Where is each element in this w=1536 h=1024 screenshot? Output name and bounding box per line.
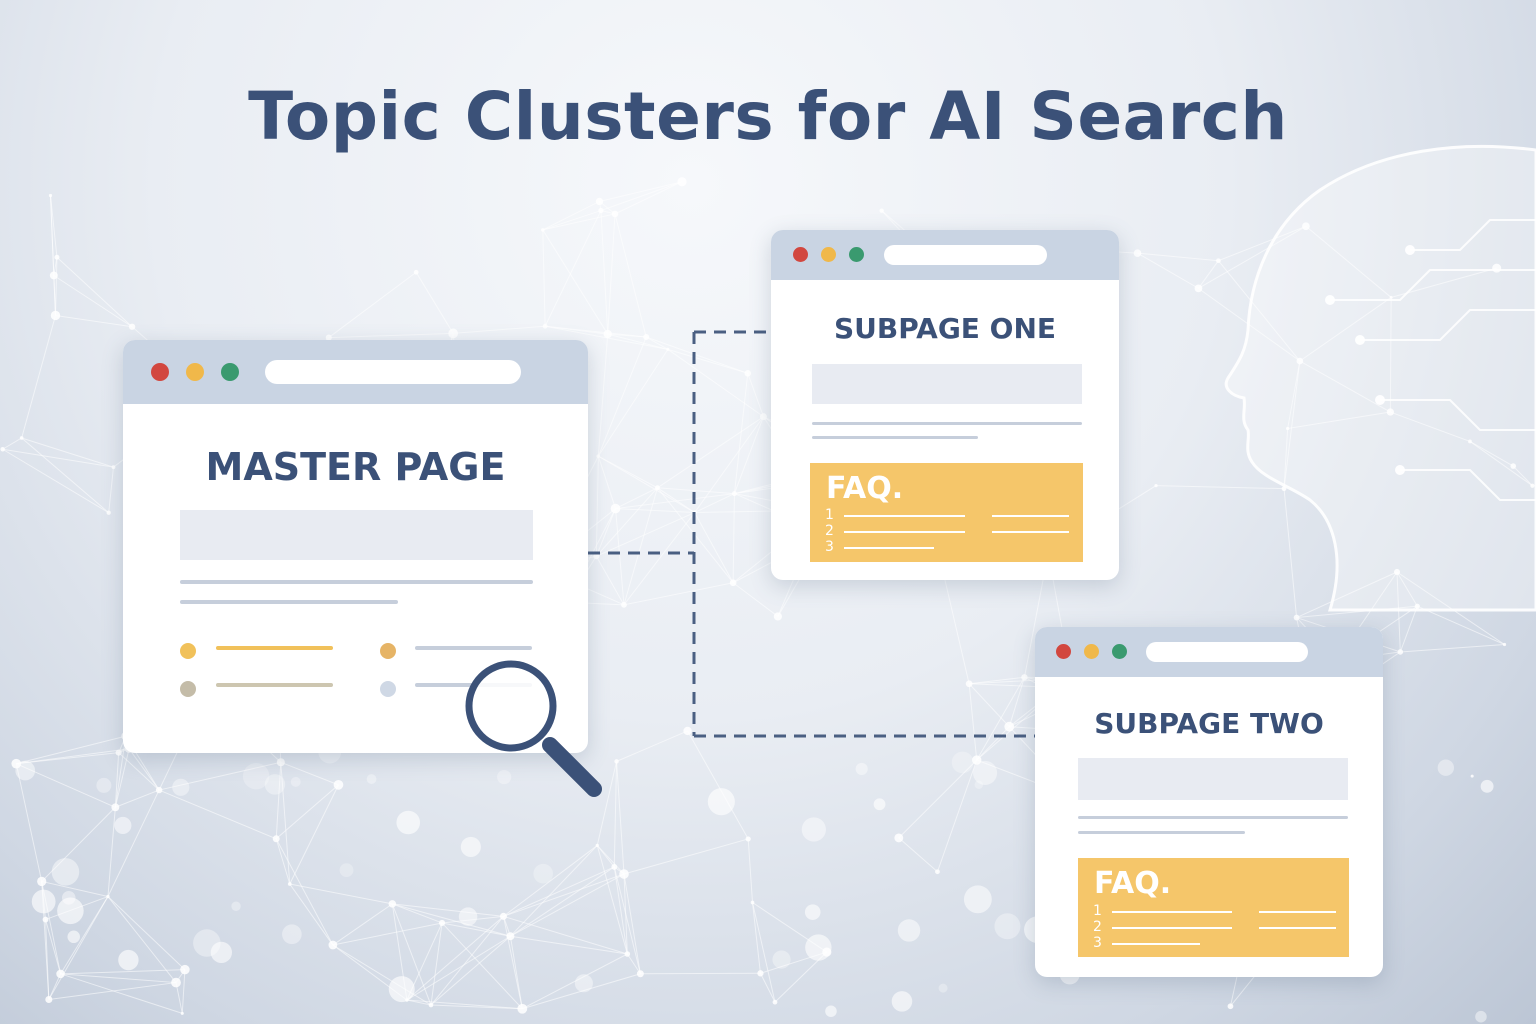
text-line <box>1078 816 1348 819</box>
faq-label: FAQ. <box>1094 866 1172 901</box>
faq-line <box>992 515 1069 517</box>
list-line <box>216 646 333 650</box>
faq-line <box>844 531 965 533</box>
faq-line <box>1112 943 1200 945</box>
minimize-dot-icon <box>821 247 836 262</box>
faq-box: FAQ. 1 2 3 <box>1078 858 1349 957</box>
faq-line <box>1259 927 1336 929</box>
faq-line <box>844 515 965 517</box>
diagram-title: Topic Clusters for AI Search <box>248 78 1288 155</box>
text-line <box>180 600 398 604</box>
bullet-icon <box>180 643 196 659</box>
faq-number: 3 <box>825 539 834 555</box>
url-bar <box>884 245 1047 265</box>
url-bar <box>1146 642 1308 662</box>
master-page-heading: MASTER PAGE <box>205 445 506 489</box>
list-line <box>216 683 333 687</box>
master-page-window: MASTER PAGE <box>123 340 588 753</box>
list-line <box>415 646 532 650</box>
close-dot-icon <box>793 247 808 262</box>
faq-number: 2 <box>1093 919 1102 935</box>
close-dot-icon <box>151 363 169 381</box>
bullet-icon <box>180 681 196 697</box>
subpage-one-heading: SUBPAGE ONE <box>833 312 1057 345</box>
faq-line <box>1112 911 1232 913</box>
faq-number: 1 <box>1093 903 1102 919</box>
faq-number: 1 <box>825 507 834 523</box>
faq-line <box>992 531 1069 533</box>
subpage-one-window: SUBPAGE ONE FAQ. 1 2 3 <box>771 230 1119 580</box>
maximize-dot-icon <box>849 247 864 262</box>
faq-box: FAQ. 1 2 3 <box>810 463 1083 562</box>
faq-line <box>1259 911 1336 913</box>
content-block <box>1078 758 1348 800</box>
faq-line <box>1112 927 1232 929</box>
minimize-dot-icon <box>1084 644 1099 659</box>
text-line <box>180 580 533 584</box>
faq-number: 3 <box>1093 935 1102 951</box>
subpage-two-window: SUBPAGE TWO FAQ. 1 2 3 <box>1035 627 1383 977</box>
maximize-dot-icon <box>1112 644 1127 659</box>
bullet-icon <box>380 681 396 697</box>
maximize-dot-icon <box>221 363 239 381</box>
bullet-icon <box>380 643 396 659</box>
subpage-two-heading: SUBPAGE TWO <box>1094 707 1324 740</box>
faq-line <box>844 547 934 549</box>
text-line <box>812 436 978 439</box>
text-line <box>812 422 1082 425</box>
content-block <box>812 364 1082 404</box>
content-block <box>180 510 533 560</box>
close-dot-icon <box>1056 644 1071 659</box>
window-titlebar <box>123 340 588 404</box>
faq-label: FAQ. <box>826 471 904 506</box>
window-titlebar <box>1035 627 1383 677</box>
window-titlebar <box>771 230 1119 280</box>
faq-number: 2 <box>825 523 834 539</box>
url-bar <box>265 360 521 384</box>
text-line <box>1078 831 1245 834</box>
minimize-dot-icon <box>186 363 204 381</box>
